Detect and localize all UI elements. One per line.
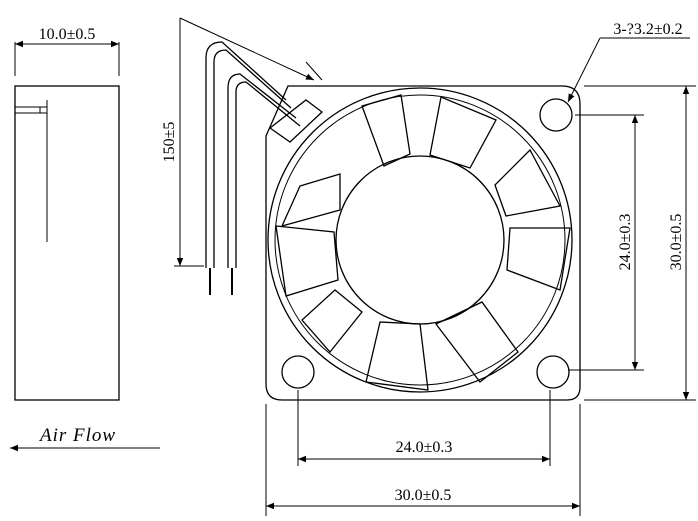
mounting-hole-bottom-left xyxy=(281,355,315,389)
fan-blade xyxy=(361,94,411,167)
fan-blade xyxy=(506,227,571,291)
thickness-label: 10.0±0.5 xyxy=(39,26,96,43)
lead-length-label: 150±5 xyxy=(161,122,178,163)
hole-spacing-horizontal-dimension: 24.0±0.3 xyxy=(297,390,551,466)
fan-blades xyxy=(275,94,571,391)
fan-blade xyxy=(280,173,341,227)
frame-height-label: 30.0±0.5 xyxy=(668,214,685,271)
front-view xyxy=(265,85,581,401)
hole-callout: 3-?3.2±0.2 xyxy=(567,21,690,103)
mounting-hole-top-right xyxy=(539,98,573,132)
lead-wires xyxy=(205,41,301,295)
fan-blade xyxy=(494,148,561,217)
hole-spacing-vertical-dimension: 24.0±0.3 xyxy=(568,114,644,371)
side-view-body xyxy=(14,85,120,401)
fan-blade xyxy=(365,321,429,391)
fan-blade xyxy=(301,289,363,354)
lead-length-dimension: 150±5 xyxy=(161,17,323,267)
thickness-dimension: 10.0±0.5 xyxy=(14,26,120,76)
fan-blade xyxy=(429,96,497,169)
frame-width-label: 30.0±0.5 xyxy=(395,487,452,504)
hole-spacing-horizontal-label: 24.0±0.3 xyxy=(396,439,453,456)
airflow-indicator: Air Flow xyxy=(10,425,160,452)
side-view xyxy=(14,85,120,401)
frame-height-dimension: 30.0±0.5 xyxy=(584,85,696,401)
fan-housing-outer xyxy=(267,87,573,393)
fan-blade xyxy=(435,301,519,383)
airflow-label: Air Flow xyxy=(38,425,116,446)
lead-exit-block xyxy=(268,99,324,143)
fan-frame xyxy=(265,85,581,401)
fan-blade xyxy=(275,225,339,297)
fan-hub xyxy=(335,155,505,325)
hole-label: 3-?3.2±0.2 xyxy=(613,21,682,38)
mounting-hole-bottom-right xyxy=(536,355,570,389)
hole-spacing-vertical-label: 24.0±0.3 xyxy=(617,214,634,271)
frame-width-dimension: 30.0±0.5 xyxy=(265,404,581,516)
